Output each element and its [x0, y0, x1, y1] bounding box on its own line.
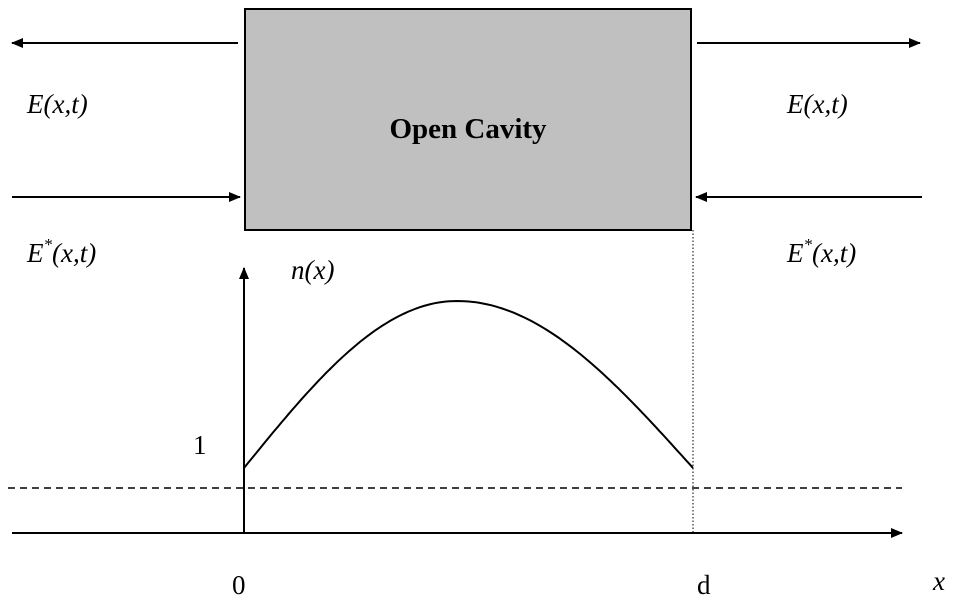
right-outgoing-field-label: E(x,t): [786, 89, 848, 119]
left-incoming-field-label: E*(x,t): [26, 235, 96, 268]
y-axis-label: n(x): [291, 255, 334, 285]
right-incoming-field-sup: *: [804, 235, 813, 254]
refractive-index-curve: [243, 299, 694, 469]
right-incoming-field-args: (x,t): [812, 238, 856, 268]
open-cavity-box: [244, 8, 692, 231]
left-incoming-field-sup: *: [44, 235, 53, 254]
tick-label-d: d: [697, 570, 711, 600]
tick-label-zero: 0: [232, 570, 246, 600]
tick-label-one: 1: [193, 430, 207, 460]
right-incoming-field-label: E*(x,t): [786, 235, 856, 268]
right-incoming-field-base: E: [786, 238, 804, 268]
x-axis-label: x: [932, 566, 945, 596]
left-incoming-field-base: E: [26, 238, 44, 268]
open-cavity-label: Open Cavity: [389, 113, 547, 145]
left-outgoing-field-label: E(x,t): [26, 89, 88, 119]
left-incoming-field-args: (x,t): [52, 238, 96, 268]
